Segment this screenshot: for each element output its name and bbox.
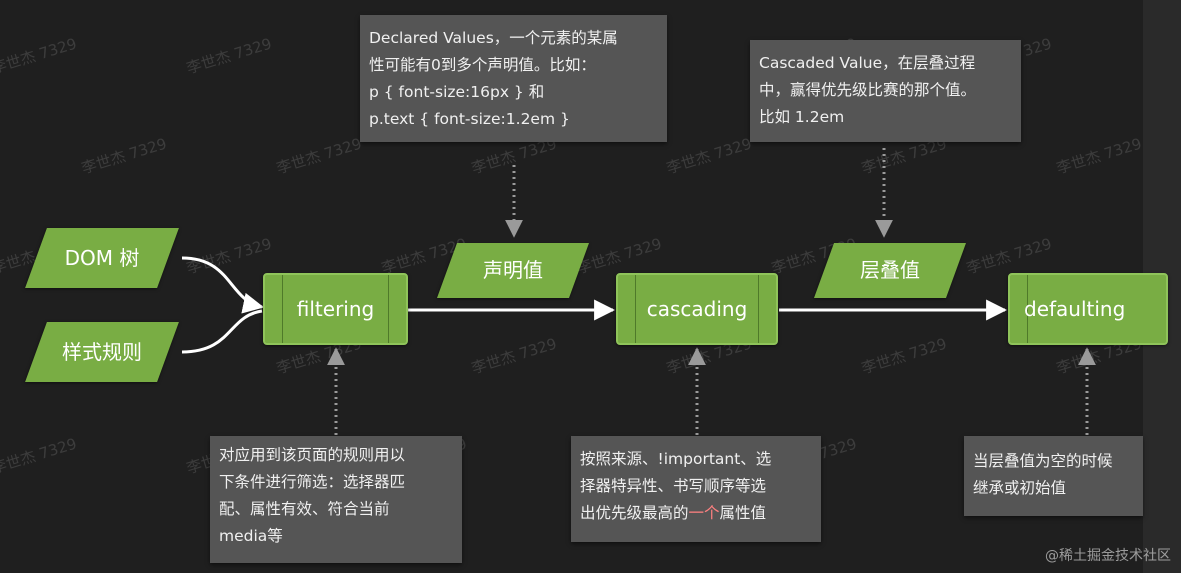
note-filtering: 对应用到该页面的规则用以 下条件进行筛选：选择器匹 配、属性有效、符合当前 me… [210,436,462,563]
note-cascading-line-3-end: 属性值 [719,504,767,522]
note-defaulting: 当层叠值为空的时候 继承或初始值 [964,436,1143,516]
process-cascading: cascading [616,273,778,345]
output-cascaded-value: 层叠值 [813,243,967,298]
note-filtering-line-1: 对应用到该页面的规则用以 [219,446,406,464]
note-filtering-line-2: 下条件进行筛选：选择器匹 [219,473,406,491]
input-dom-tree-label: DOM 树 [64,246,140,270]
note-cascaded-line-1: Cascaded Value，在层叠过程 [759,54,976,72]
note-cascading-line-1: 按照来源、!important、选 [580,450,772,468]
note-cascading-line-3: 出优先级最高的一个属性值 [580,500,812,527]
edge-style-to-filtering [181,309,263,354]
output-declared-values: 声明值 [436,243,590,298]
note-filtering-line-4: media等 [219,527,283,545]
output-declared-label: 声明值 [483,258,543,282]
note-declared-line-4: p.text { font-size:1.2em } [369,110,570,128]
note-declared-line-2: 性可能有0到多个声明值。比如： [369,56,596,74]
note-cascaded-line-3: 比如 1.2em [759,108,845,126]
note-declared-line-1: Declared Values，一个元素的某属 [369,29,618,47]
brand-watermark: @稀土掘金技术社区 [1045,548,1171,564]
process-filtering-label: filtering [296,297,375,321]
input-style-rules: 样式规则 [25,322,179,382]
process-cascading-label: cascading [646,297,748,321]
note-defaulting-line-1: 当层叠值为空的时候 [973,452,1113,470]
input-style-rules-label: 样式规则 [62,340,142,364]
note-declared-line-3: p { font-size:16px } 和 [369,83,545,101]
output-cascaded-label: 层叠值 [860,258,920,282]
process-filtering: filtering [263,273,408,345]
note-cascading-line-2: 择器特异性、书写顺序等选 [580,477,767,495]
note-filtering-line-3: 配、属性有效、符合当前 [219,500,390,518]
edge-dom-to-filtering [181,256,265,314]
note-cascaded-line-2: 中，赢得优先级比赛的那个值。 [759,81,977,99]
process-defaulting-label: defaulting [1024,297,1126,321]
note-cascading-line-3-start: 出优先级最高的 [580,504,689,522]
note-declared-values: Declared Values，一个元素的某属 性可能有0到多个声明值。比如： … [360,15,667,142]
note-cascading: 按照来源、!important、选 择器特异性、书写顺序等选 出优先级最高的一个… [571,436,821,542]
note-defaulting-line-2: 继承或初始值 [973,479,1067,497]
input-dom-tree: DOM 树 [25,228,179,288]
process-defaulting: defaulting [1008,273,1168,345]
note-cascading-highlight: 一个 [688,504,720,522]
note-cascaded-value: Cascaded Value，在层叠过程 中，赢得优先级比赛的那个值。 比如 1… [750,40,1021,142]
